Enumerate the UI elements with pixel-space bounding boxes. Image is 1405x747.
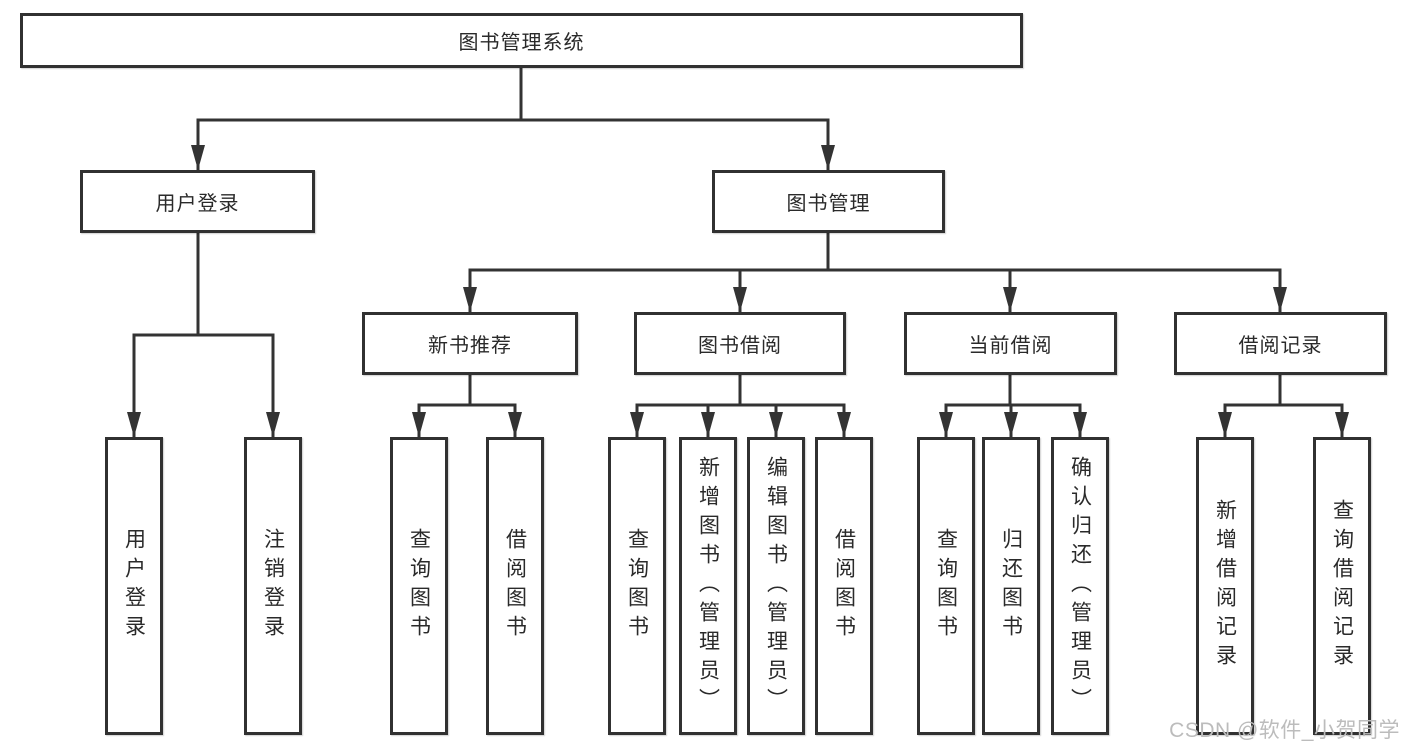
node-leaf-edit-books-admin: 编辑图书（管理员） [747, 437, 805, 735]
node-leaf-add-borrow-record: 新增借阅记录 [1196, 437, 1254, 735]
node-leaf-query-borrow-record: 查询借阅记录 [1313, 437, 1371, 735]
node-label: 确认归还（管理员） [1068, 455, 1092, 717]
csdn-watermark: CSDN @软件_小贺同学 [1169, 719, 1400, 742]
node-leaf-add-books-admin: 新增图书（管理员） [679, 437, 737, 735]
node-label: 查询借阅记录 [1330, 499, 1354, 673]
node-label: 归还图书 [999, 528, 1023, 644]
node-label: 图书借阅 [698, 335, 782, 357]
node-label: 查询图书 [407, 528, 431, 644]
node-label: 图书管理 [786, 193, 871, 215]
node-leaf-confirm-return-admin: 确认归还（管理员） [1051, 437, 1109, 735]
node-leaf-borrow-books-newbooks: 借阅图书 [486, 437, 544, 735]
node-label: 新书推荐 [428, 335, 512, 357]
node-leaf-return-books: 归还图书 [982, 437, 1040, 735]
node-label: 注销登录 [261, 528, 285, 644]
node-user-login: 用户登录 [80, 170, 315, 233]
node-leaf-query-books-current: 查询图书 [917, 437, 975, 735]
node-library-management-system: 图书管理系统 [20, 13, 1023, 68]
node-leaf-query-books-newbooks: 查询图书 [390, 437, 448, 735]
node-label: 新增借阅记录 [1213, 499, 1237, 673]
node-label: 借阅图书 [503, 528, 527, 644]
node-label: 用户登录 [155, 193, 240, 215]
node-label: 查询图书 [625, 528, 649, 644]
node-leaf-user-login: 用户登录 [105, 437, 163, 735]
node-leaf-borrow-books-borrow: 借阅图书 [815, 437, 873, 735]
node-leaf-query-books-borrow: 查询图书 [608, 437, 666, 735]
node-book-borrowing: 图书借阅 [634, 312, 846, 375]
node-label: 用户登录 [122, 528, 146, 644]
node-label: 新增图书（管理员） [696, 455, 720, 717]
node-leaf-logout: 注销登录 [244, 437, 302, 735]
node-label: 编辑图书（管理员） [764, 455, 788, 717]
node-book-management: 图书管理 [712, 170, 945, 233]
node-label: 当前借阅 [968, 335, 1053, 357]
node-label: 借阅图书 [832, 528, 856, 644]
node-label: 借阅记录 [1238, 335, 1323, 357]
node-current-borrowing: 当前借阅 [904, 312, 1117, 375]
node-label: 图书管理系统 [458, 32, 585, 54]
node-borrowing-records: 借阅记录 [1174, 312, 1387, 375]
node-label: 查询图书 [934, 528, 958, 644]
node-new-book-recommendation: 新书推荐 [362, 312, 578, 375]
